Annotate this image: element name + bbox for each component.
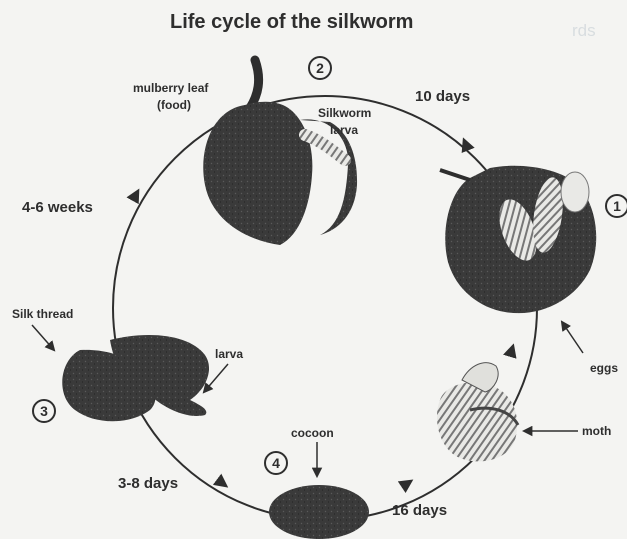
mulberry-leaf [203, 102, 312, 245]
stage-number-3: 3 [33, 400, 55, 422]
diagram-title: Life cycle of the silkworm [170, 11, 413, 33]
moth-label: moth [582, 424, 611, 438]
silkworm-larva-label-line2: larva [330, 123, 358, 137]
svg-text:2: 2 [316, 60, 324, 76]
eggs-label: eggs [590, 361, 618, 375]
stage-4-cocoon [269, 485, 369, 539]
svg-text:1: 1 [613, 198, 621, 214]
mulberry-leaf-label-line1: mulberry leaf [133, 81, 209, 95]
duration-10-days: 10 days [415, 88, 470, 105]
mulberry-leaf-label-line2: (food) [157, 98, 191, 112]
stage-number-1: 1 [606, 195, 627, 217]
larva-label: larva [215, 347, 243, 361]
silk-thread-pointer [32, 325, 54, 350]
stage-adult-moth [437, 363, 518, 462]
stage-2-larva-on-leaf [203, 60, 357, 245]
ring-arrow-bottom-right [402, 481, 411, 487]
stage-number-2: 2 [309, 57, 331, 79]
svg-text:3: 3 [40, 403, 48, 419]
stage-3-larva-spinning [62, 335, 209, 421]
eggs-pointer [562, 322, 583, 353]
duration-3-8-days: 3-8 days [118, 475, 178, 492]
stage-1-eggs-on-leaf [440, 166, 596, 313]
duration-16-days: 16 days [392, 502, 447, 519]
ring-arrow-right [510, 346, 513, 356]
leaf-stem [250, 60, 259, 108]
stage-number-4: 4 [265, 452, 287, 474]
egg-leaf-stem [440, 170, 470, 180]
cocoon-label: cocoon [291, 426, 334, 440]
silk-thread-label: Silk thread [12, 307, 73, 321]
svg-text:4: 4 [272, 455, 280, 471]
ring-arrow-left [133, 191, 138, 200]
moth-body [437, 382, 517, 461]
duration-4-6-weeks: 4-6 weeks [22, 199, 93, 216]
silkworm-larva-label-line1: Silkworm [318, 106, 371, 120]
moth-wing [561, 172, 589, 212]
ghost-text: rds [572, 21, 596, 40]
ring-arrow-bottom-left [218, 480, 226, 486]
